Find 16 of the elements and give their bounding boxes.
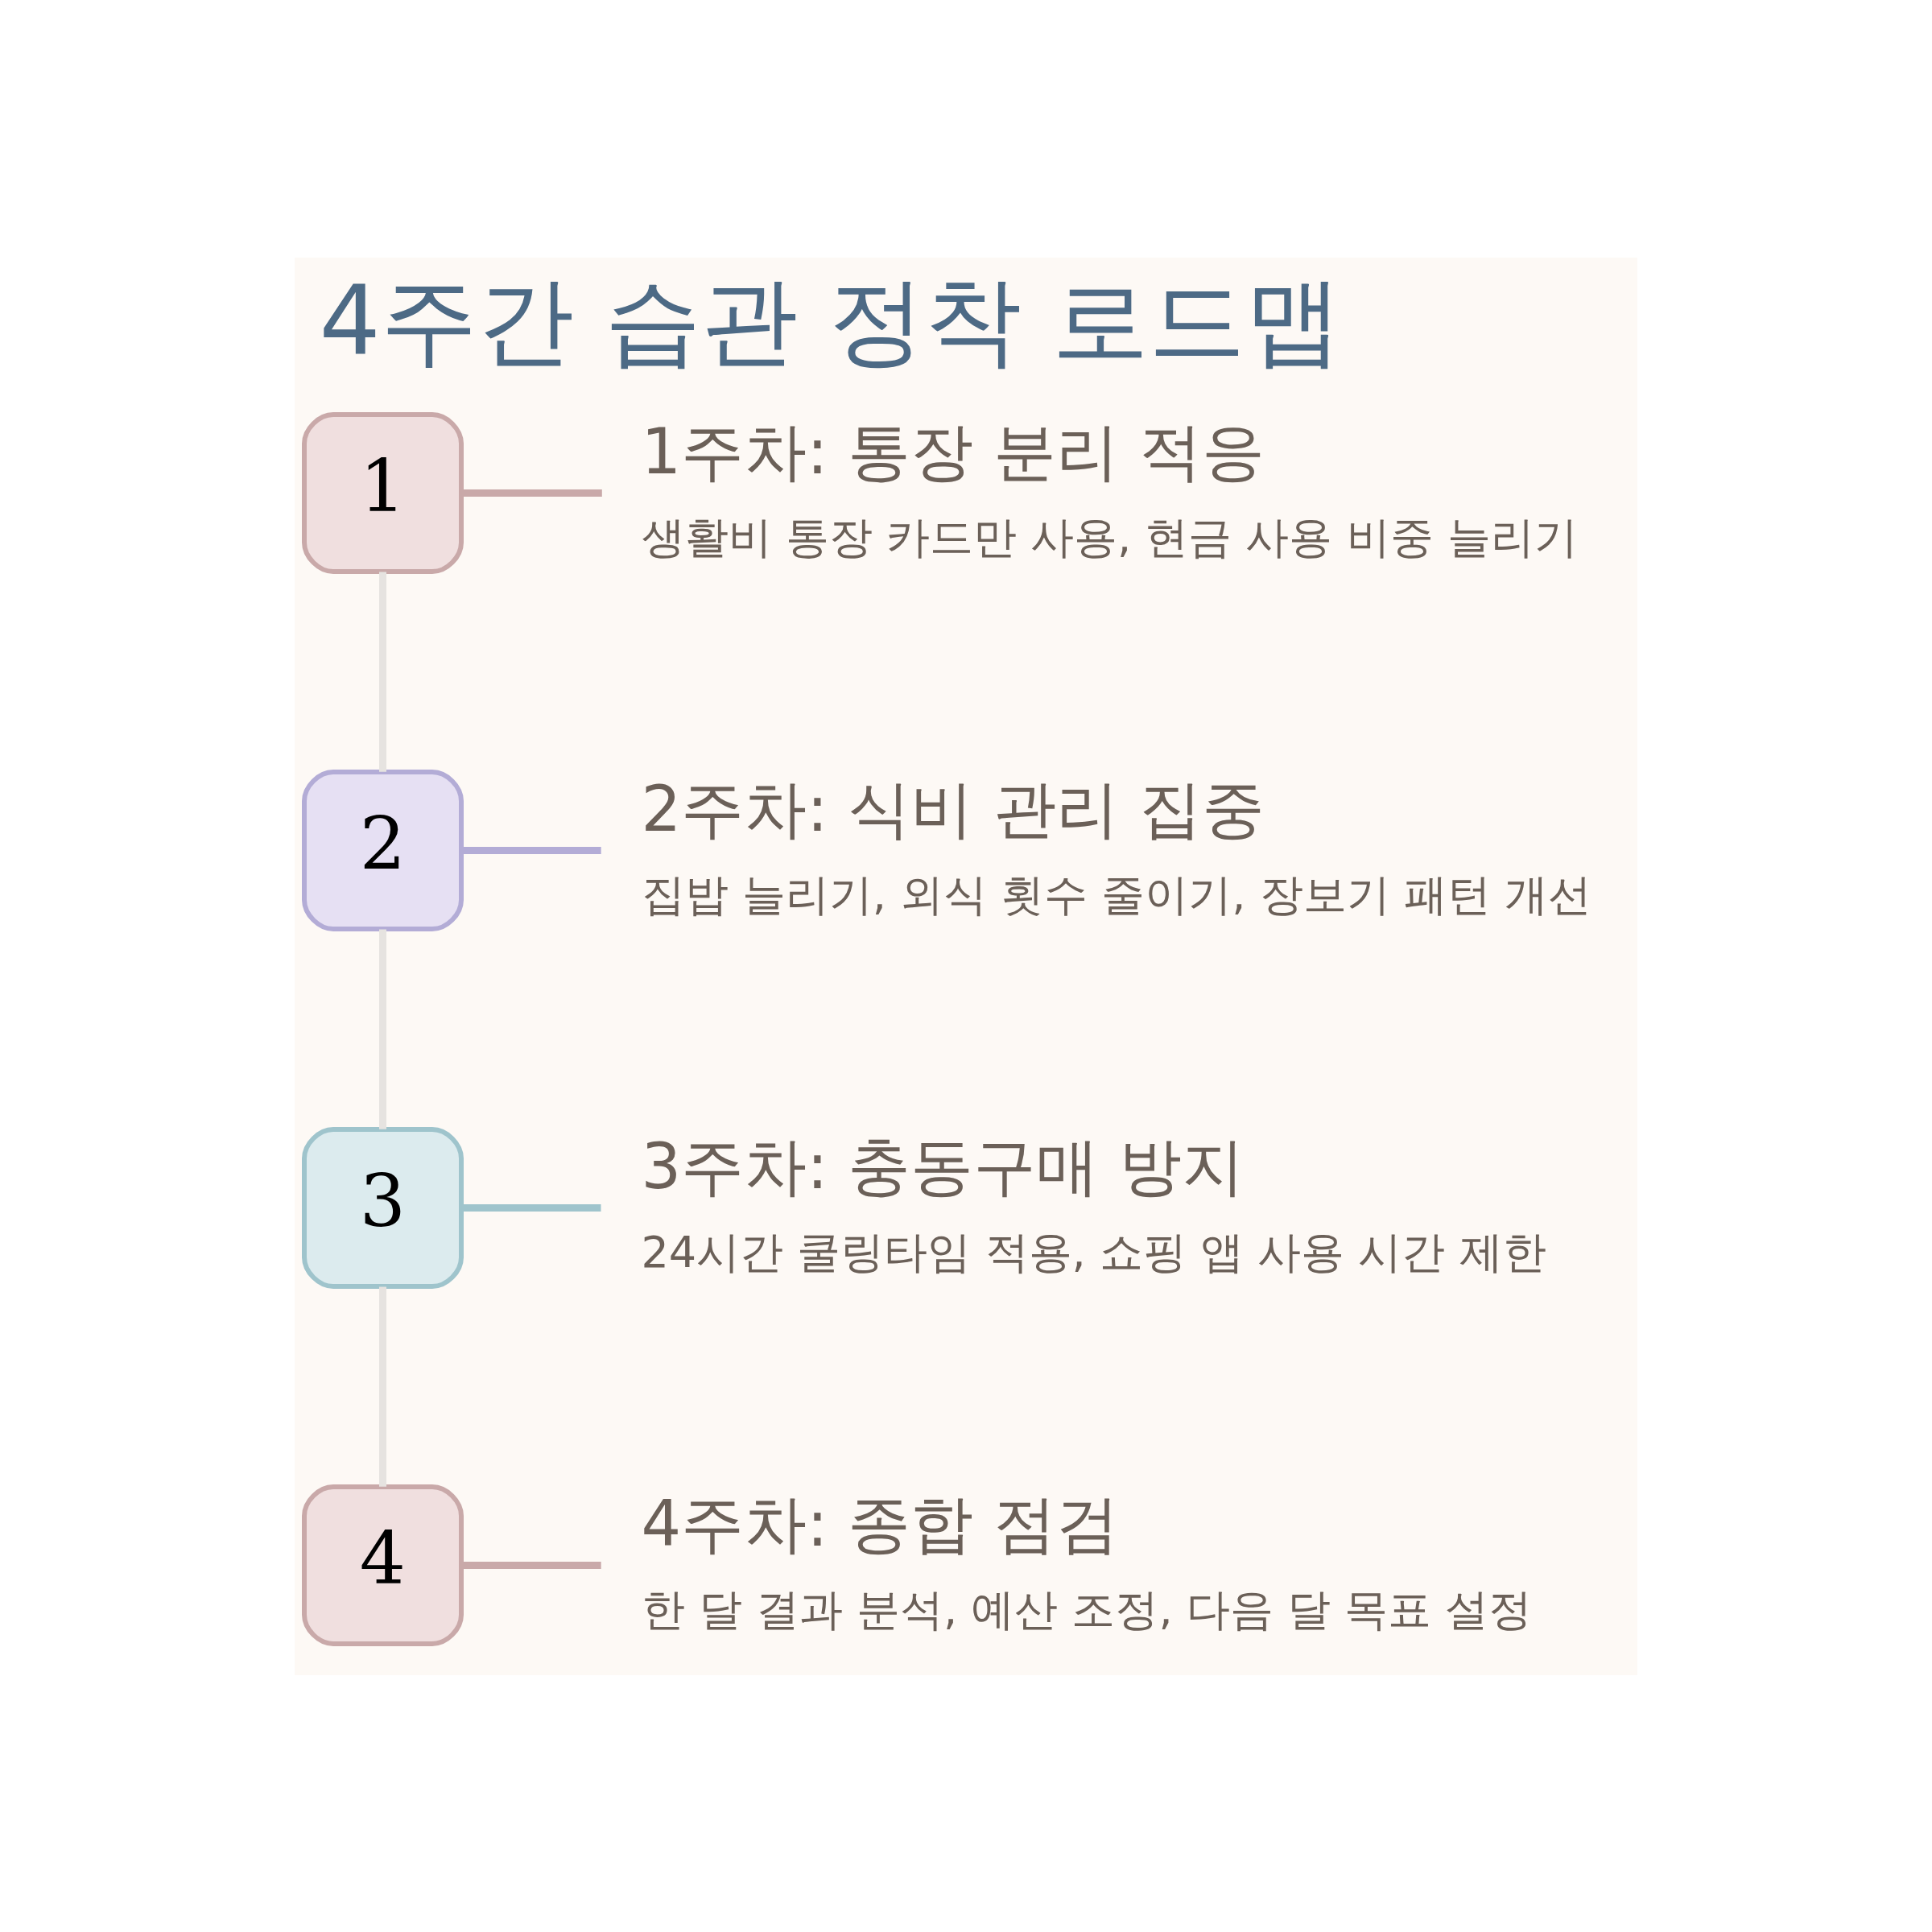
node-text: 3주차: 충동구매 방지 24시간 쿨링타임 적용, 쇼핑 앱 사용 시간 제한 [641,1129,1546,1278]
node-text: 4주차: 종합 점검 한 달 결과 분석, 예산 조정, 다음 달 목표 설정 [641,1487,1533,1635]
node-box: 4 [302,1484,464,1646]
connector [461,1561,601,1569]
connector [461,489,602,497]
diagram-title: 4주간 습관 정착 로드맵 [319,264,1343,377]
connector [379,1286,386,1487]
node-text: 2주차: 식비 관리 집중 집밥 늘리기, 외식 횟수 줄이기, 장보기 패턴 개선 [641,772,1591,920]
connector [461,846,601,854]
connector [379,572,386,772]
connector [461,1203,601,1212]
node-text: 1주차: 통장 분리 적응 생활비 통장 카드만 사용, 현금 사용 비중 늘리기 [641,415,1578,563]
connector [379,929,386,1129]
node-box: 2 [302,769,464,931]
node-box: 3 [302,1126,464,1289]
node-box: 1 [302,411,464,574]
